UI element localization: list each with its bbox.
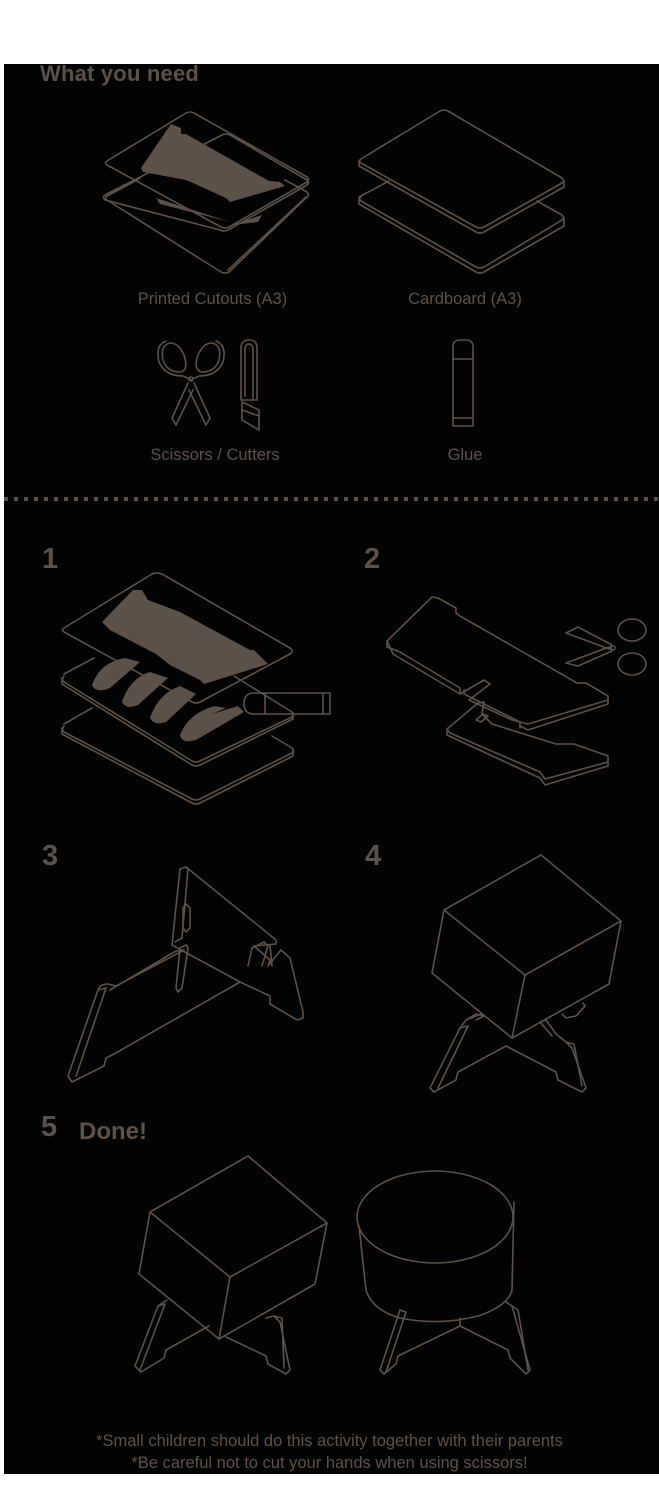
safety-note-children: *Small children should do this activity … bbox=[96, 1432, 563, 1450]
scissors-cutters-label: Scissors / Cutters bbox=[150, 446, 280, 464]
printed-cutouts-label: Printed Cutouts (A3) bbox=[137, 290, 288, 308]
step-2-number: 2 bbox=[364, 543, 381, 575]
step-5-number: 5 bbox=[41, 1111, 58, 1143]
done-label: Done! bbox=[79, 1118, 147, 1145]
cardboard-label: Cardboard (A3) bbox=[408, 290, 522, 308]
instruction-panel bbox=[4, 64, 659, 1474]
glue-label: Glue bbox=[447, 446, 483, 464]
section-divider bbox=[4, 497, 659, 501]
step-3-number: 3 bbox=[42, 840, 59, 872]
step-1-number: 1 bbox=[42, 543, 59, 575]
what-you-need-title: What you need bbox=[40, 61, 200, 86]
step-4-number: 4 bbox=[365, 840, 382, 872]
safety-note-scissors: *Be careful not to cut your hands when u… bbox=[131, 1454, 528, 1472]
